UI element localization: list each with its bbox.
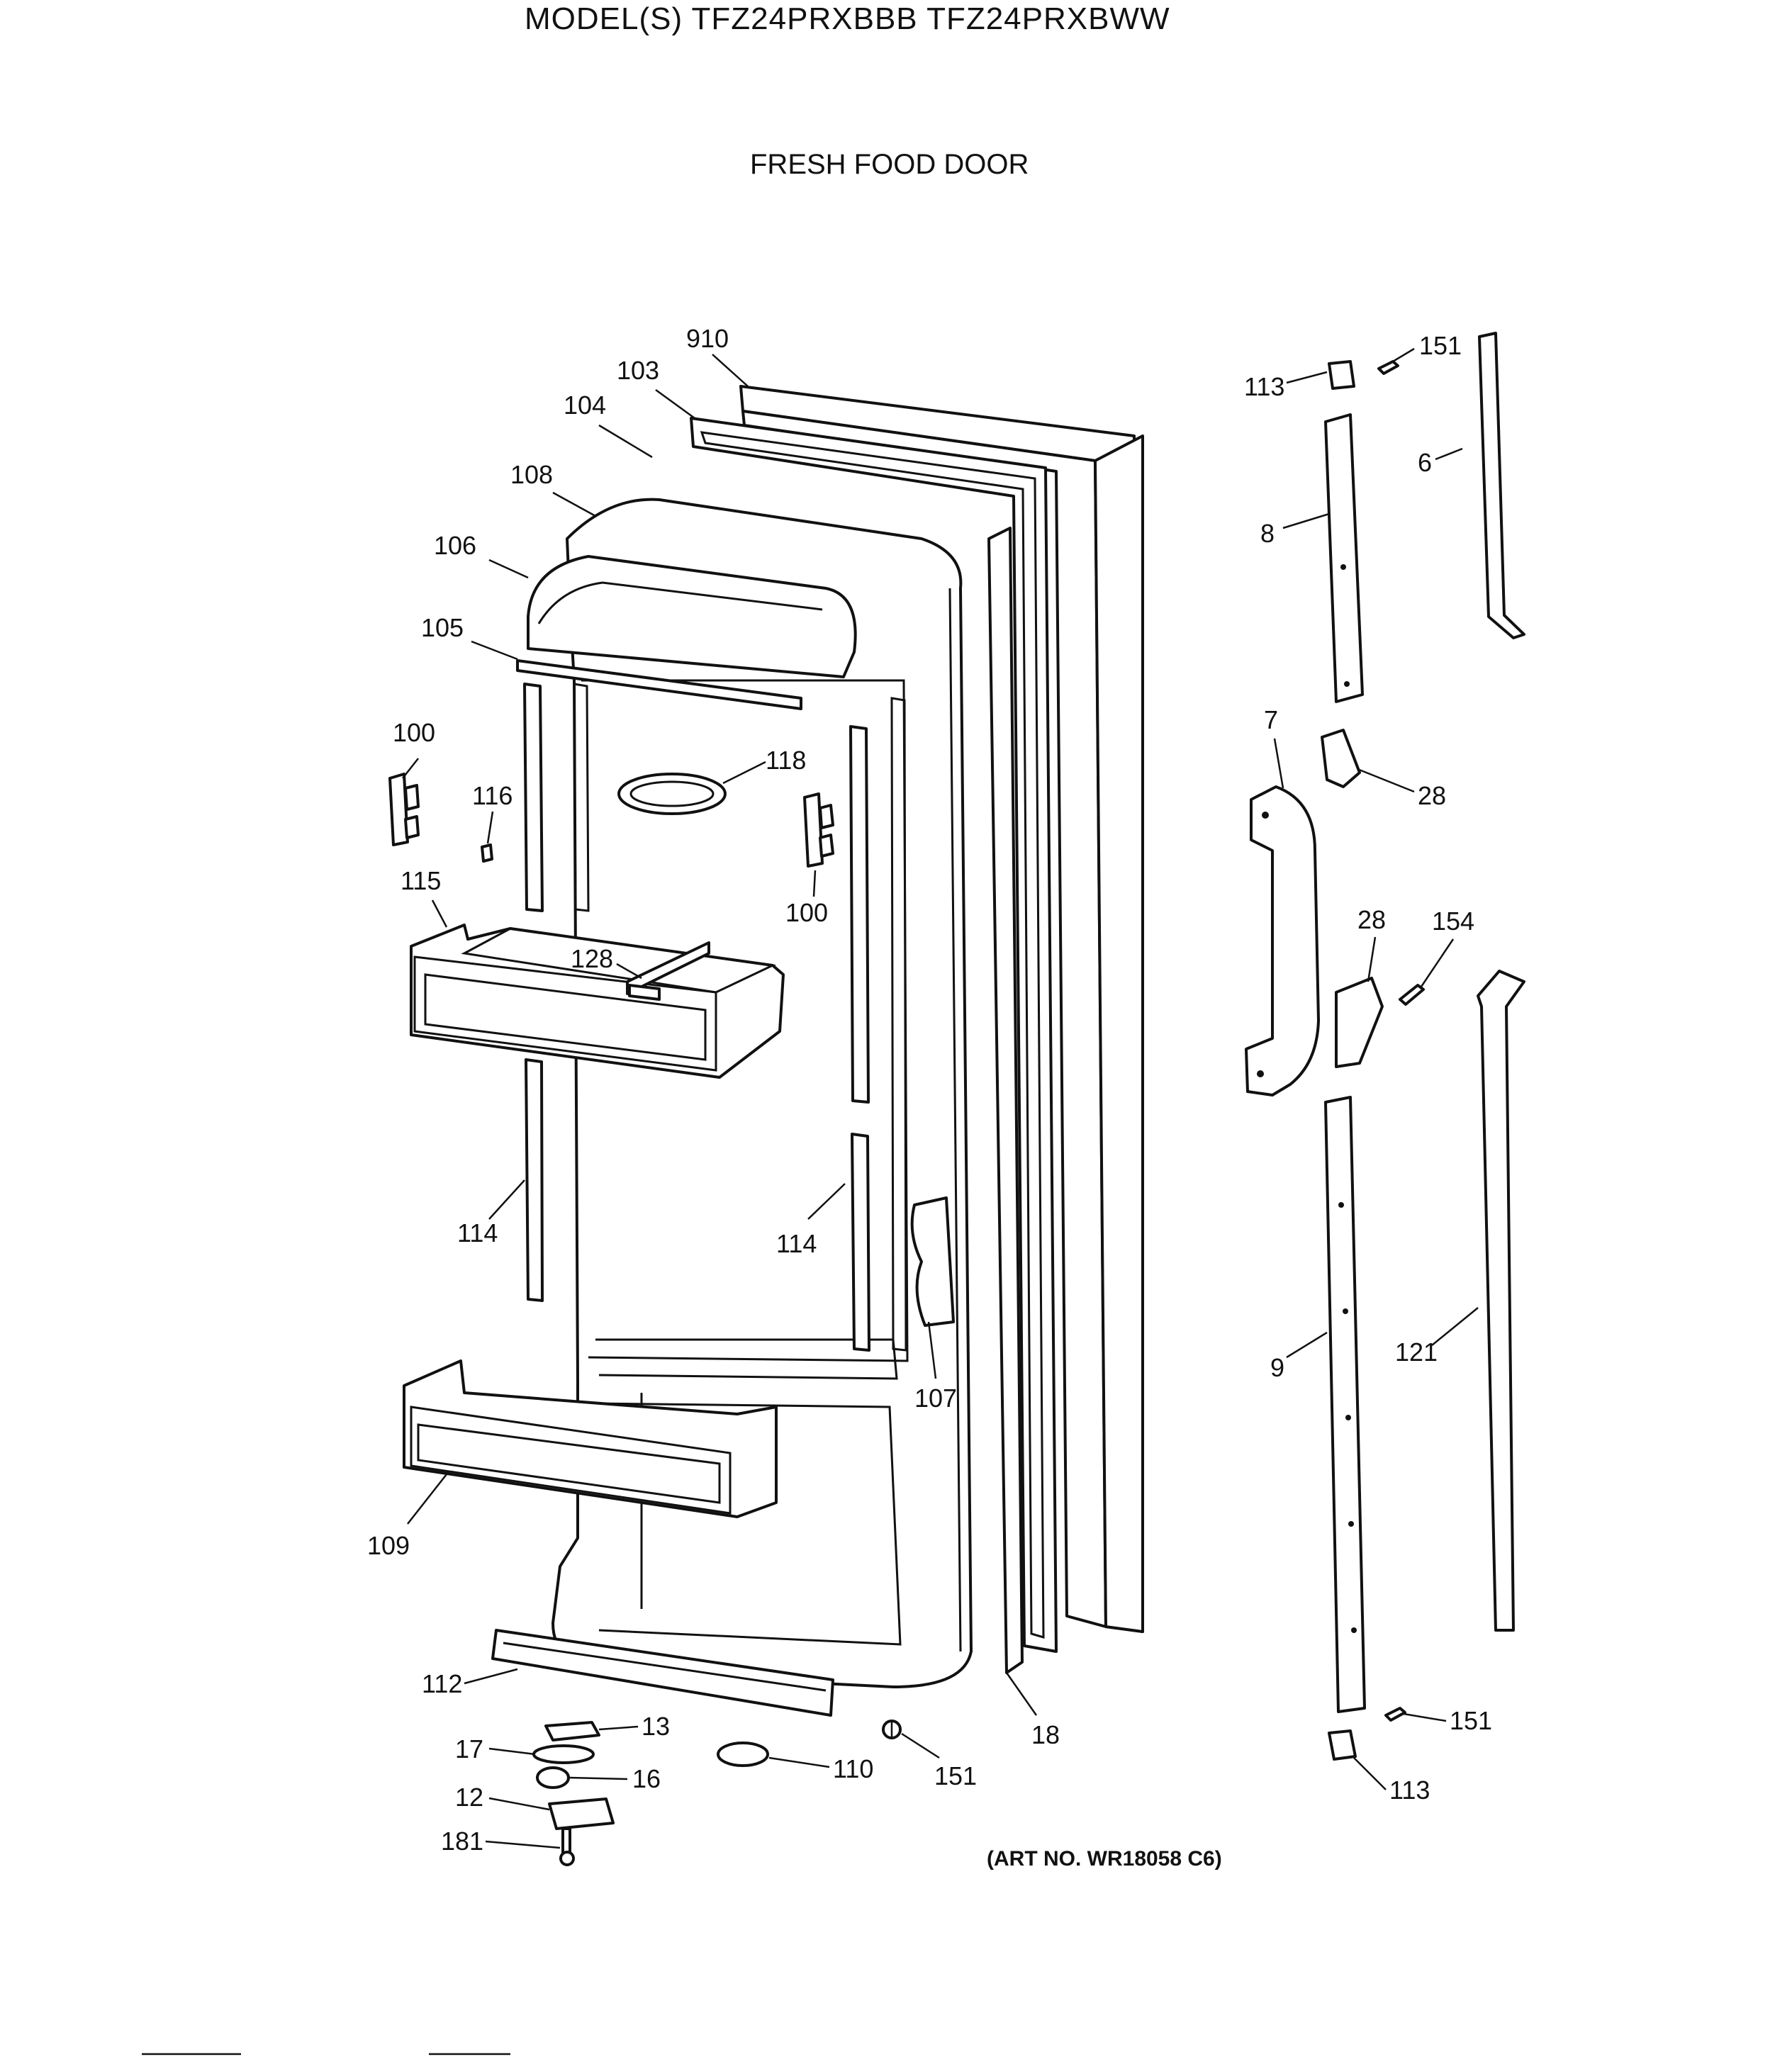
- handle-mount-top: [1324, 413, 1364, 703]
- callout-100-right: 100: [785, 898, 828, 927]
- callout-110: 110: [833, 1754, 873, 1783]
- callout-107: 107: [914, 1384, 957, 1413]
- callout-181: 181: [441, 1827, 483, 1856]
- shelf-rail-right: [849, 697, 907, 1352]
- callout-17: 17: [455, 1734, 483, 1763]
- screw-151-right: [1384, 1707, 1406, 1722]
- callout-113-bottom: 113: [1389, 1776, 1430, 1805]
- lower-door-bin: [403, 1359, 778, 1518]
- model-title: MODEL(S) TFZ24PRXBBB TFZ24PRXBWW: [525, 1, 1170, 36]
- callout-104: 104: [564, 391, 606, 420]
- handle-mount-bottom: [1324, 1096, 1366, 1713]
- callout-6: 6: [1418, 448, 1432, 477]
- door-handle: [1245, 785, 1320, 1096]
- callout-151-bottom-center: 151: [934, 1761, 977, 1790]
- callout-112: 112: [422, 1669, 462, 1698]
- callout-114-right: 114: [776, 1229, 817, 1258]
- section-title: FRESH FOOD DOOR: [750, 149, 1029, 180]
- light-shield: [910, 1196, 955, 1327]
- callout-12: 12: [455, 1783, 483, 1812]
- shelf-rail-left: [523, 683, 590, 1302]
- breaker-strip: [987, 527, 1024, 1674]
- callout-100-left: 100: [393, 718, 435, 747]
- callout-13: 13: [642, 1712, 670, 1741]
- callout-109: 109: [367, 1531, 410, 1560]
- callout-113-top: 113: [1244, 372, 1284, 401]
- handle-trim-bottom: [1477, 970, 1525, 1632]
- callout-16: 16: [632, 1764, 661, 1793]
- callout-151-top: 151: [1419, 331, 1462, 360]
- callout-9: 9: [1270, 1353, 1284, 1382]
- egg-tray: [617, 773, 727, 815]
- callout-128: 128: [571, 944, 613, 973]
- callout-8: 8: [1260, 519, 1275, 548]
- screw-151-top: [1377, 360, 1399, 375]
- outer-door-panel: [739, 385, 1144, 1633]
- callout-7: 7: [1264, 705, 1278, 734]
- hinge-cap-bottom: [1328, 1729, 1357, 1761]
- callout-116: 116: [472, 781, 513, 810]
- screw-151-bottom: [882, 1720, 902, 1739]
- art-number: (ART NO. WR18058 C6): [987, 1847, 1222, 1870]
- bin-divider: [626, 941, 710, 1001]
- callout-108: 108: [510, 460, 553, 489]
- callout-121: 121: [1395, 1337, 1438, 1367]
- callout-114-left: 114: [457, 1218, 498, 1247]
- leader-lines: [402, 347, 1479, 1849]
- door-gasket: [690, 417, 1058, 1653]
- shelf-support-right: [803, 792, 834, 868]
- callout-151-right: 151: [1450, 1706, 1492, 1735]
- handle-trim-top: [1478, 332, 1525, 639]
- callout-103: 103: [617, 356, 659, 385]
- callout-28-lower: 28: [1357, 905, 1386, 934]
- callout-105: 105: [421, 613, 464, 642]
- screw-154: [1399, 984, 1425, 1006]
- clip-116: [481, 843, 493, 863]
- callout-154: 154: [1432, 907, 1474, 936]
- hinge-cap-top: [1328, 360, 1355, 390]
- callout-910: 910: [686, 324, 729, 353]
- handle-bracket-lower: [1335, 977, 1384, 1068]
- handle-bracket-upper: [1321, 729, 1361, 788]
- callout-18: 18: [1031, 1720, 1060, 1749]
- cap-110: [717, 1742, 769, 1767]
- callout-118: 118: [766, 746, 806, 775]
- bottom-trim: [491, 1629, 834, 1717]
- callout-115: 115: [401, 866, 441, 895]
- bin-trim-strip: [516, 659, 802, 710]
- dairy-compartment-door: [527, 555, 857, 678]
- shelf-support-left: [388, 773, 420, 846]
- hinge-assembly-bottom: [532, 1721, 615, 1866]
- callout-106: 106: [434, 531, 476, 560]
- callout-28-upper: 28: [1418, 781, 1446, 810]
